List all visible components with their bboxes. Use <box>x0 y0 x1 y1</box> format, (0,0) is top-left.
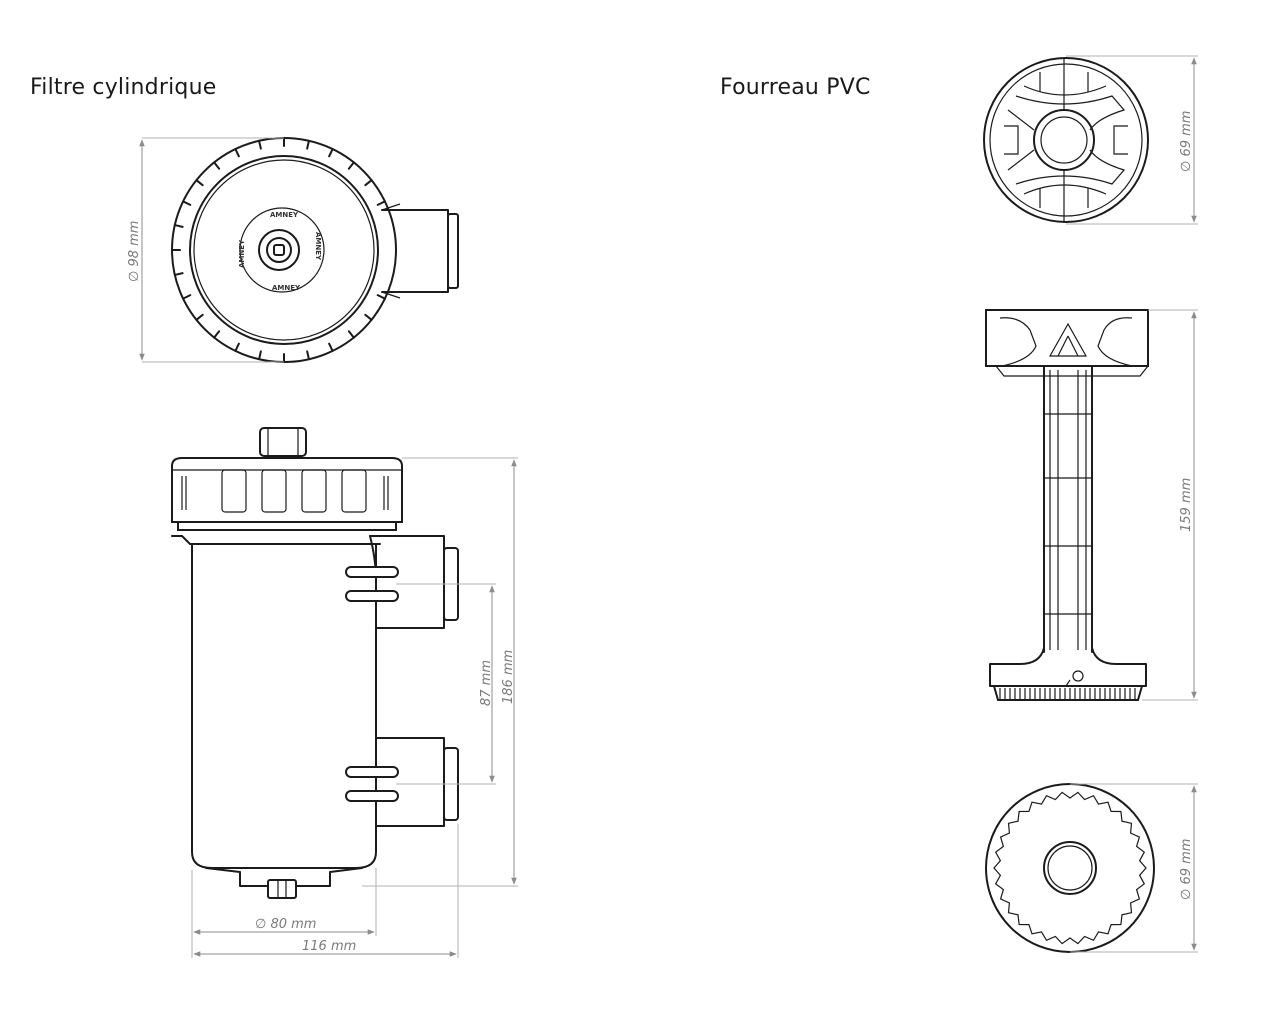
filter-cap-knurl <box>171 137 386 363</box>
dim-label-186: 186 mm <box>501 650 516 704</box>
brand-logo: AMNEY AMNEY AMNEY AMNEY <box>238 211 322 292</box>
dim-label-159: 159 mm <box>1179 478 1194 532</box>
dim-label-69-top: ∅ 69 mm <box>1179 111 1194 172</box>
sleeve-side-view <box>985 309 1149 701</box>
filter-side-view <box>171 427 459 899</box>
dimension-filter-height: 186 mm <box>362 457 518 887</box>
dimension-filter-top-diameter: ∅ 98 mm <box>127 137 284 363</box>
dim-label-87: 87 mm <box>479 660 494 706</box>
dimension-sleeve-height: 159 mm <box>1142 309 1198 701</box>
dimension-sleeve-top-diameter: ∅ 69 mm <box>1066 55 1198 225</box>
sleeve-base-ribs <box>999 688 1136 699</box>
filter-top-view: AMNEY AMNEY AMNEY AMNEY <box>171 137 459 363</box>
dim-label-116: 116 mm <box>302 939 356 954</box>
svg-text:AMNEY: AMNEY <box>314 232 322 261</box>
dimension-filter-width: 116 mm <box>193 824 459 958</box>
sleeve-top-view <box>983 57 1149 223</box>
svg-text:AMNEY: AMNEY <box>270 211 299 219</box>
svg-text:AMNEY: AMNEY <box>238 239 246 268</box>
dimension-sleeve-bottom-diameter: ∅ 69 mm <box>1070 783 1198 953</box>
dim-label-69-bottom: ∅ 69 mm <box>1179 839 1194 900</box>
svg-text:AMNEY: AMNEY <box>272 284 301 292</box>
dimension-filter-body-diameter: ∅ 80 mm <box>191 868 377 958</box>
dim-label-98: ∅ 98 mm <box>127 221 142 282</box>
sleeve-bottom-view <box>985 783 1155 953</box>
sleeve-title: Fourreau PVC <box>720 75 871 100</box>
dimension-filter-port-spacing: 87 mm <box>396 583 496 785</box>
filter-title: Filtre cylindrique <box>30 75 217 100</box>
dim-label-80: ∅ 80 mm <box>255 917 316 932</box>
